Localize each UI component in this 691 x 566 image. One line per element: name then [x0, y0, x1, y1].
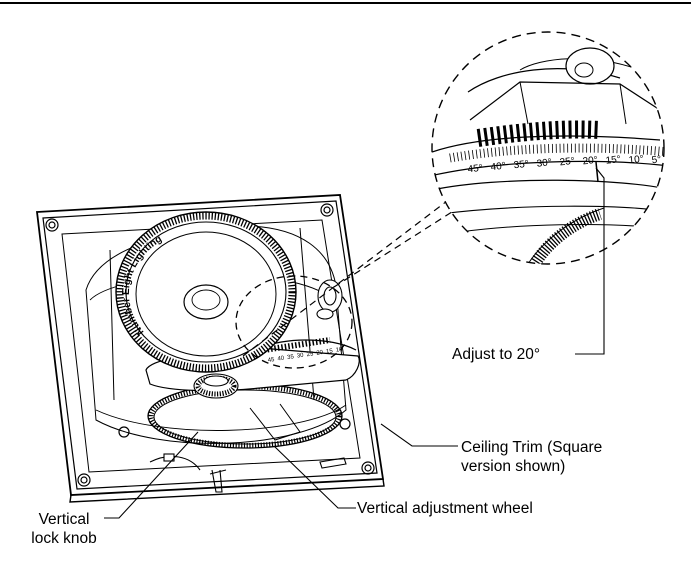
- lock-knob-callout: Vertical lock knob: [26, 510, 102, 548]
- zoom-scale-label: 15°: [605, 154, 621, 167]
- vertical-wheel-label: Vertical adjustment wheel: [357, 500, 533, 517]
- adjust-angle-callout: Adjust to 20°: [452, 345, 540, 364]
- side-knob: [316, 279, 343, 320]
- screw-hole-tr: [320, 203, 334, 217]
- ceiling-trim-callout: Ceiling Trim (Square version shown): [461, 438, 602, 476]
- zoom-scale-label: 10°: [628, 154, 644, 167]
- zoom-scale-label: 5°: [651, 154, 662, 166]
- plate-scale-label: 25: [306, 351, 314, 358]
- wire-bracket: [149, 453, 347, 493]
- zoom-scale-label: 35°: [513, 159, 529, 172]
- plate-scale-label: 30: [297, 353, 305, 360]
- screw-hole-bl: [77, 473, 91, 487]
- plate-scale-label: 15: [326, 348, 334, 355]
- screw-hole-tl: [45, 218, 59, 232]
- lock-knob-label-line1: Vertical: [38, 511, 90, 528]
- plate-scale-label: 10: [335, 347, 343, 354]
- screw-hole-br: [361, 461, 375, 475]
- zoom-scale-label: 20°: [582, 155, 598, 168]
- plate-scale-label: 40: [277, 356, 285, 363]
- zoom-detail: 45° 40° 35° 30° 25° 20° 15° 10° 5°: [431, 31, 665, 265]
- zoom-scale-label: 45°: [467, 163, 483, 176]
- zoom-scale-label: 30°: [536, 157, 552, 170]
- zoom-connectors: [242, 197, 467, 357]
- detail-marker: [235, 275, 353, 369]
- ceiling-trim-label-line1: Ceiling Trim (Square: [461, 439, 603, 456]
- leader-lines: [104, 167, 605, 519]
- vertical-wheel-callout: Vertical adjustment wheel: [357, 499, 533, 518]
- lock-knob-label-line2: lock knob: [31, 530, 97, 547]
- adjust-angle-label: Adjust to 20°: [452, 346, 541, 363]
- zoom-scale-label: 40°: [490, 161, 506, 174]
- plate-scale-label: 35: [287, 354, 295, 361]
- plate-scale-label: 45: [267, 357, 275, 364]
- zoom-scale-label: 25°: [559, 156, 575, 169]
- plate-scale-label: 20: [316, 350, 324, 357]
- gimbal-ring: Number Eight Lighting: [115, 211, 297, 373]
- ceiling-trim-label-line2: version shown): [461, 458, 566, 475]
- vertical-lock-knob: [193, 373, 239, 399]
